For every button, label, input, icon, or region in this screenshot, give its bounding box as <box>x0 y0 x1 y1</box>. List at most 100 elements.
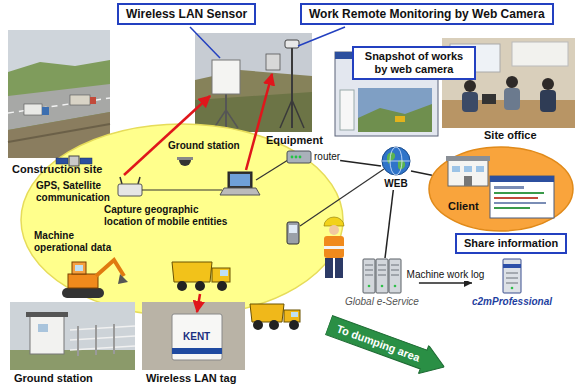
ground-station-photo <box>30 316 64 354</box>
dump-truck-icon <box>291 312 298 317</box>
construction-site-photo <box>70 95 90 105</box>
office-building-icon <box>446 156 490 186</box>
link-line <box>142 189 222 190</box>
server-slot <box>391 265 399 266</box>
truck-icon <box>177 281 187 291</box>
router-icon <box>287 151 311 163</box>
area-text: Capture geographic location of mobile en… <box>104 204 236 228</box>
arrow-text: To dumping area <box>323 311 424 372</box>
photo-caption: Site office <box>484 129 537 142</box>
server-slot <box>365 270 373 271</box>
access-point-icon <box>120 177 122 184</box>
callout-box: Share information <box>455 233 567 254</box>
dump-truck-icon <box>250 304 300 330</box>
router-light <box>291 156 294 159</box>
server-slot <box>391 275 399 276</box>
truck-icon <box>220 270 228 276</box>
server-slot <box>506 273 518 274</box>
equipment-photo <box>266 54 280 70</box>
callout-text: Snapshot of works by web camera <box>361 50 467 76</box>
wireless-lan-tag-photo <box>142 302 245 370</box>
office-building-icon <box>464 166 472 172</box>
server-slot <box>378 270 386 271</box>
construction-site-photo <box>24 104 42 115</box>
laptop-icon <box>220 172 260 195</box>
connector-line <box>411 171 432 175</box>
ellipse-outline <box>429 147 573 231</box>
satellite-icon <box>69 156 79 166</box>
satellite-icon <box>80 158 92 164</box>
screen-snapshot <box>490 176 554 218</box>
ground-station-photo <box>78 324 114 356</box>
site-office-photo <box>540 90 556 112</box>
server-band <box>503 264 521 268</box>
screen-snapshot <box>494 186 524 189</box>
callout-box: Work Remote Monitoring by Web Camera <box>300 3 554 25</box>
link-line <box>256 160 288 180</box>
equipment-photo <box>291 44 293 128</box>
dump-truck-icon <box>250 304 284 322</box>
direction-arrow: To dumping area <box>323 311 449 381</box>
screen-snapshot <box>494 192 544 194</box>
globe-icon <box>382 147 410 175</box>
servers-icon <box>362 258 402 294</box>
ground-station-photo <box>26 312 68 317</box>
web-camera-snapshot <box>358 104 432 132</box>
server-light <box>511 287 514 290</box>
server-slot <box>378 265 386 266</box>
leader-line <box>298 27 345 46</box>
truck-icon <box>172 262 212 282</box>
site-office-photo <box>482 94 496 104</box>
dome-camera-icon <box>177 157 193 160</box>
excavator-icon <box>72 262 86 274</box>
edge-label: Machine work log <box>405 269 487 281</box>
site-office-photo <box>504 88 520 110</box>
site-office-photo <box>506 76 518 88</box>
screen-snapshot <box>494 207 530 209</box>
excavator-icon <box>75 265 83 271</box>
screen-snapshot <box>494 202 546 204</box>
router-node: router <box>286 150 340 164</box>
web-camera-snapshot <box>395 116 405 122</box>
globe-equator <box>382 161 410 162</box>
node-label: Global e-Service <box>345 296 419 308</box>
wireless-link-arrow <box>246 74 272 170</box>
access-point-icon <box>118 184 142 196</box>
node-label: c2mProfessional <box>472 296 552 308</box>
area-text: Machine operational data <box>34 230 120 254</box>
truck-icon <box>212 268 230 282</box>
site-office-photo <box>462 92 478 112</box>
server-icon <box>500 258 524 294</box>
wireless-lan-tag-photo <box>172 314 222 360</box>
wireless-lan-tag-photo <box>172 348 222 354</box>
laptop-icon <box>228 172 252 188</box>
office-building-icon <box>476 166 484 172</box>
server-slot <box>506 278 518 279</box>
web-camera-snapshot <box>340 90 354 130</box>
connector-line <box>340 161 381 166</box>
ground-station-photo <box>10 350 135 370</box>
area-text: Client <box>448 200 479 213</box>
server-tower <box>503 259 521 293</box>
construction-site-photo <box>8 98 110 113</box>
construction-site-photo <box>8 84 110 130</box>
server-slot <box>365 265 373 266</box>
ellipse-outline <box>21 124 343 316</box>
excavator-icon <box>96 260 124 276</box>
construction-site-photo <box>42 107 49 115</box>
brand-text: KENT <box>183 331 210 343</box>
dome-camera-icon <box>177 157 193 166</box>
client-circle: Client <box>428 146 574 232</box>
worker-figure <box>324 246 344 249</box>
worker-figure <box>329 225 339 235</box>
equipment-photo <box>225 94 227 128</box>
ground-station-photo <box>38 324 48 332</box>
node-label: router <box>314 151 340 163</box>
equipment-photo <box>195 70 312 132</box>
laptop-icon <box>230 174 250 186</box>
worker-figure <box>335 258 343 278</box>
server-slot <box>365 275 373 276</box>
wireless-lan-tag-photo <box>142 302 245 370</box>
connector-line <box>385 190 393 258</box>
excavator-icon <box>62 288 104 298</box>
